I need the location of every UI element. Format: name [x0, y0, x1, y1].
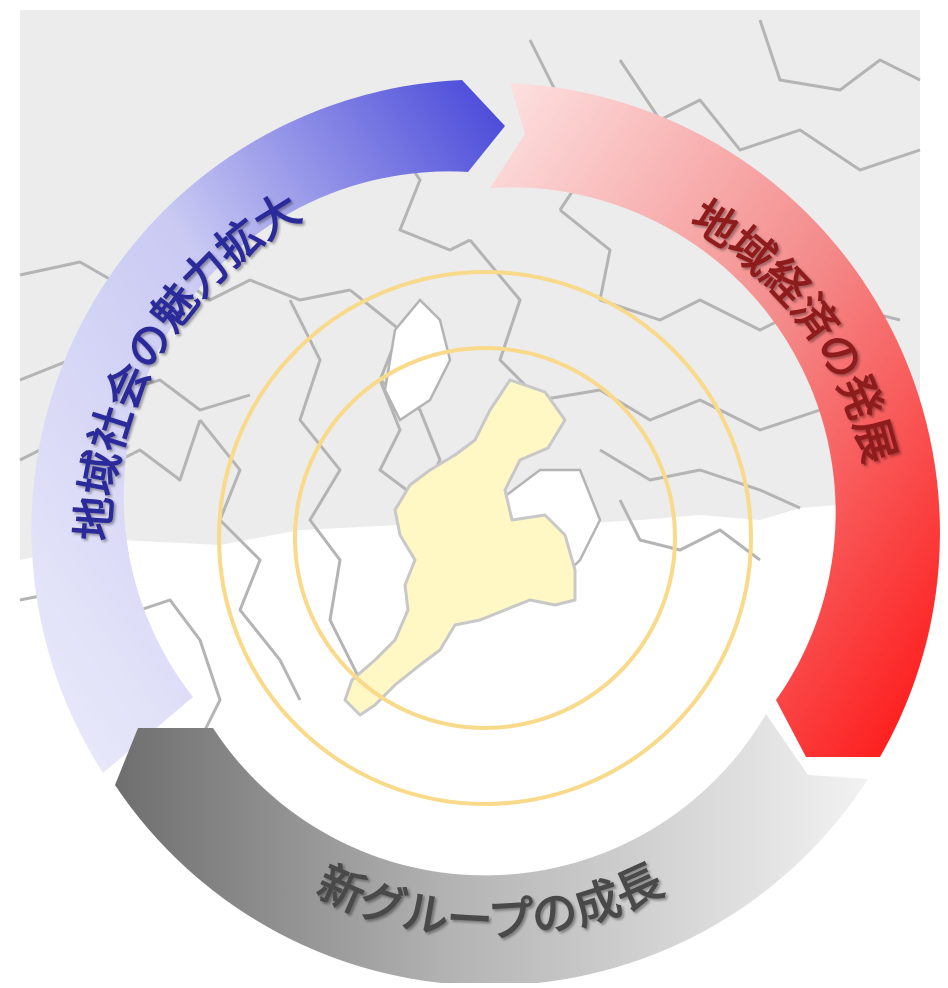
outer-ring — [217, 270, 753, 806]
highlight-prefecture — [343, 378, 577, 717]
arrow-segment-gray — [115, 714, 868, 986]
sea-area — [20, 495, 920, 840]
influence-rings — [217, 270, 753, 806]
arrow-segment-blue — [31, 80, 506, 773]
arrow-segment-red — [490, 83, 940, 757]
inner-ring — [293, 346, 677, 730]
